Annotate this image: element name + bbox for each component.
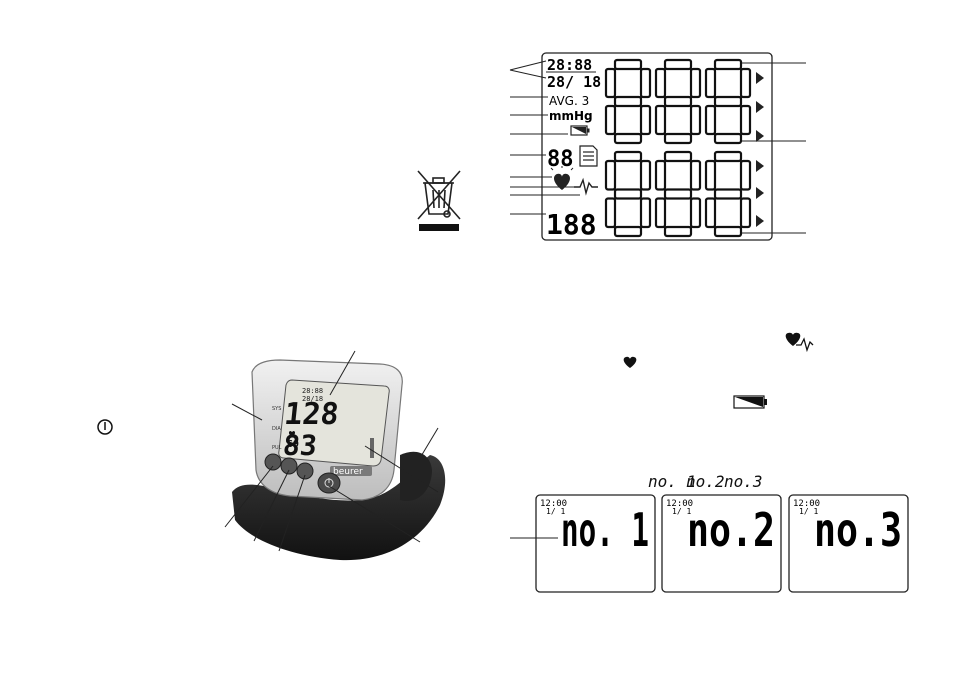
device-callouts [224,350,439,552]
diastolic-digit-1 [604,150,652,238]
diastolic-digit-3 [704,150,752,238]
user-panel-frame [535,494,656,593]
device-label-pul: PUL [272,445,282,451]
user-panel-date: 1/ 1 [799,507,818,516]
lcd-legend: 28:88 28/ 18 AVG. 3 mmHg 88 188 [509,52,806,241]
user-panel-time: 12:00 [793,499,820,509]
side-indicator [370,438,374,458]
user-heading: no. 1 no.2 no.3 [648,472,763,491]
user-panel-label: no. 1 [561,503,649,557]
weee-bar [419,224,459,231]
lcd-date: 28/ 18 [547,73,601,91]
lcd-big-digits [604,58,752,238]
device-date: 28/18 [302,395,323,403]
right-callouts [740,62,806,234]
device-heart-icon [288,431,296,437]
device-button-3[interactable] [296,462,314,480]
brand-strip [330,466,372,476]
user-panel-frame [661,494,782,593]
brand-logo: beurer [333,467,363,477]
memory-note-icon [579,145,598,167]
user-panel-date: 1/ 1 [672,507,691,516]
power-icon [97,419,113,435]
device-button-2[interactable] [280,457,298,475]
device-label-dia: DIA [272,426,281,432]
device-time: 28:88 [302,387,323,395]
device-pulse: 69 [287,439,299,450]
systolic-digit-3 [704,58,752,145]
lcd-avg: AVG. 3 [549,94,589,108]
heart-icon [550,166,574,190]
pulse-wave-icon [574,177,598,196]
user-panel-1: 12:001/ 1no. 1 [535,494,656,593]
user-panel-frame [788,494,909,593]
crossed-out-bin-icon [417,170,461,220]
systolic-digit-2 [654,58,702,145]
indicator-arrows [756,72,764,227]
user-heading-no1: no. 1 [648,472,696,491]
lcd-pulse: 188 [546,208,597,241]
user-panel-date: 1/ 1 [546,507,565,516]
battery-low-icon-inline [733,395,767,409]
left-callouts [509,60,580,215]
user-heading-no3: no.3 [724,472,763,491]
user-panel-label: no.2 [687,503,775,557]
cuff-strap [400,451,432,501]
lcd-unit: mmHg [549,109,593,123]
device-sys: 128 [283,397,341,432]
user-panel-time: 12:00 [666,499,693,509]
user-panel-label: no.3 [814,503,902,557]
lcd-time: 28:88 [547,56,592,74]
device-button-1[interactable] [264,453,282,471]
systolic-digit-1 [604,58,652,145]
battery-low-icon [570,125,590,136]
user-panel-2: 12:001/ 1no.2 [661,494,782,593]
device-label-sys: SYS [272,406,281,412]
user-heading-no2: no.2 [686,472,725,491]
user-panel-time: 12:00 [540,499,567,509]
device-dia: 83 [281,429,318,462]
heart-icon-inline [623,356,637,368]
heart-pulse-icon [785,332,814,353]
user-panel-3: 12:001/ 1no.3 [788,494,909,593]
device-screen [278,379,390,467]
diastolic-digit-2 [654,150,702,238]
device-illustration: 28:88 28/18 SYS DIA PUL 128 83 69 beurer [232,359,446,561]
